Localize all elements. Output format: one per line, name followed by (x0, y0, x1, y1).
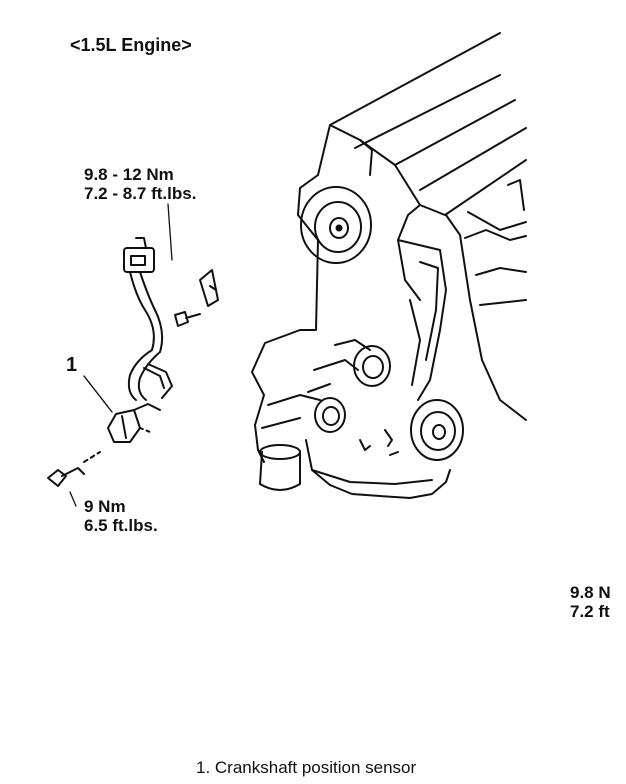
tensioner-pulley (314, 397, 346, 433)
torque-lower-ftlbs: 6.5 ft.lbs. (84, 516, 158, 535)
torque-upper-nm: 9.8 - 12 Nm (84, 165, 174, 184)
harness-bracket (199, 269, 219, 307)
torque-right-ftlbs: 7.2 ft (570, 602, 610, 621)
callout-number-1: 1 (66, 354, 78, 376)
engine-block (251, 32, 527, 463)
oil-filter (259, 444, 301, 491)
diagram-title: <1.5L Engine> (70, 35, 192, 55)
lower-bolt (47, 451, 101, 507)
torque-upper-ftlbs: 7.2 - 8.7 ft.lbs. (84, 184, 197, 203)
crank-pulley-upper (300, 186, 372, 264)
legend-item-crankshaft-sensor: 1. Crankshaft position sensor (196, 758, 417, 777)
idler-pulley (353, 345, 391, 387)
crank-pulley-lower (410, 399, 464, 461)
torque-right-nm: 9.8 N (570, 583, 611, 602)
oil-pan (305, 429, 451, 499)
torque-lower-nm: 9 Nm (84, 497, 126, 516)
crankshaft-sensor-assembly (107, 237, 173, 443)
callout-leader-1 (83, 375, 113, 413)
upper-bolt (167, 203, 201, 327)
